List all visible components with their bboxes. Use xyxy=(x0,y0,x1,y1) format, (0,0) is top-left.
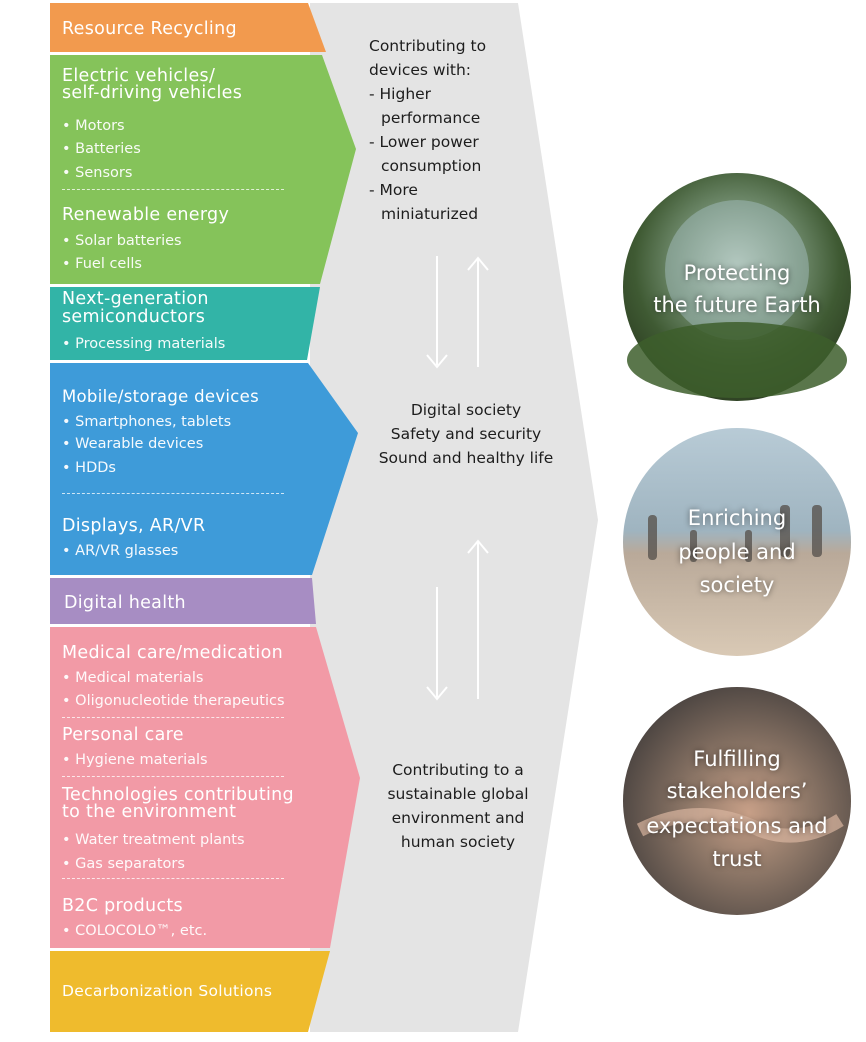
middle-text-top: Contributing to devices with: - Higher p… xyxy=(369,34,486,226)
segment-mobile-shape xyxy=(50,363,358,575)
segment-title: Decarbonization Solutions xyxy=(62,982,273,1000)
list-item: • Medical materials xyxy=(62,670,204,686)
double-arrow-icon xyxy=(426,256,489,369)
segment-title: B2C products xyxy=(62,896,183,916)
text-line: sustainable global xyxy=(387,785,529,803)
segment-semis: Next-generation semiconductors • Process… xyxy=(50,287,308,360)
outcome-label: society xyxy=(699,573,775,597)
outcome-label: trust xyxy=(712,847,762,871)
segment-energy-shape xyxy=(50,55,356,284)
segment-title: Electric vehicles/ xyxy=(62,66,216,86)
segment-title: Digital health xyxy=(64,593,186,613)
text-line: consumption xyxy=(381,157,482,175)
divider xyxy=(62,493,284,494)
text-line: Contributing to xyxy=(369,37,487,55)
text-line: devices with: xyxy=(369,61,472,79)
segment-title: Displays, AR/VR xyxy=(62,516,206,536)
list-item: • Solar batteries xyxy=(62,233,182,249)
list-item: • Fuel cells xyxy=(62,256,142,272)
outcome-label: Enriching xyxy=(687,506,787,530)
list-item: • COLOCOLO™, etc. xyxy=(62,923,208,939)
list-item: • Wearable devices xyxy=(62,436,204,452)
segment-title: to the environment xyxy=(62,802,237,822)
text-line: human society xyxy=(400,833,516,851)
outcome-label: expectations and xyxy=(646,814,828,838)
family-beach-icon xyxy=(623,428,851,656)
divider xyxy=(62,189,284,190)
segment-digital-health: Digital health xyxy=(50,578,312,624)
list-item: • Motors xyxy=(62,118,125,134)
segment-title: self-driving vehicles xyxy=(62,83,243,103)
list-item: • AR/VR glasses xyxy=(62,543,179,559)
list-item: • Sensors xyxy=(62,165,133,181)
list-item: • Oligonucleotide therapeutics xyxy=(62,693,285,709)
text-line: Digital society xyxy=(410,401,522,419)
middle-text-bottom: Contributing to a sustainable global env… xyxy=(370,758,546,854)
segment-decarb-shape xyxy=(50,951,330,1032)
list-item: • Water treatment plants xyxy=(62,832,245,848)
segment-title: Renewable energy xyxy=(62,205,230,225)
segment-mobile: Mobile/storage devices • Smartphones, ta… xyxy=(50,363,320,575)
outcome-label: stakeholders’ xyxy=(666,779,808,803)
list-item: • Gas separators xyxy=(62,856,185,872)
text-line: Sound and healthy life xyxy=(378,449,554,467)
segment-title: Mobile/storage devices xyxy=(62,387,260,406)
outcome-protecting-earth: Protecting the future Earth xyxy=(623,173,851,401)
segment-title: Resource Recycling xyxy=(62,19,237,39)
gray-chevron-arrow xyxy=(310,3,598,1032)
segment-digital-health-shape xyxy=(50,578,316,624)
text-line: - Higher xyxy=(369,85,432,103)
text-line: Safety and security xyxy=(390,425,542,443)
text-line: environment and xyxy=(391,809,525,827)
list-item: • Hygiene materials xyxy=(62,752,208,768)
middle-text-center: Digital society Safety and security Soun… xyxy=(368,398,564,470)
double-arrow-icon xyxy=(426,539,489,701)
segment-resource-recycling: Resource Recycling xyxy=(50,3,308,52)
list-item: • Smartphones, tablets xyxy=(62,414,232,430)
divider xyxy=(62,878,284,879)
outcome-label: people and xyxy=(678,540,796,564)
segment-semis-shape xyxy=(50,287,320,360)
segment-decarb: Decarbonization Solutions xyxy=(50,951,320,1032)
segment-title: Technologies contributing xyxy=(62,785,294,805)
divider xyxy=(62,717,284,718)
segment-ev: Electric vehicles/ self-driving vehicles… xyxy=(50,55,320,284)
segment-title: Personal care xyxy=(62,725,184,745)
outcome-label: Protecting xyxy=(683,261,791,285)
segment-title: Next-generation xyxy=(62,289,209,309)
segment-healthcare-shape xyxy=(50,627,360,948)
segment-healthcare: Medical care/medication • Medical materi… xyxy=(50,627,330,948)
list-item: • Processing materials xyxy=(62,336,226,352)
list-item: • Batteries xyxy=(62,141,141,157)
text-line: Contributing to a xyxy=(392,761,524,779)
earth-globe-icon xyxy=(623,173,851,401)
text-line: performance xyxy=(381,109,481,127)
outcome-fulfilling-expectations: Fulfilling stakeholders’ expectations an… xyxy=(623,687,851,915)
divider xyxy=(62,776,284,777)
text-line: - More xyxy=(369,181,418,199)
text-line: - Lower power xyxy=(369,133,479,151)
text-line: miniaturized xyxy=(381,205,479,223)
segment-title: semiconductors xyxy=(62,307,206,327)
outcome-label: Fulfilling xyxy=(693,747,781,771)
segment-title: Medical care/medication xyxy=(62,643,283,663)
outcome-enriching-society: Enriching people and society xyxy=(623,428,851,656)
outcome-label: the future Earth xyxy=(653,293,821,317)
segment-resource-recycling-shape xyxy=(50,3,326,52)
handshake-icon xyxy=(623,687,851,915)
list-item: • HDDs xyxy=(62,460,116,476)
